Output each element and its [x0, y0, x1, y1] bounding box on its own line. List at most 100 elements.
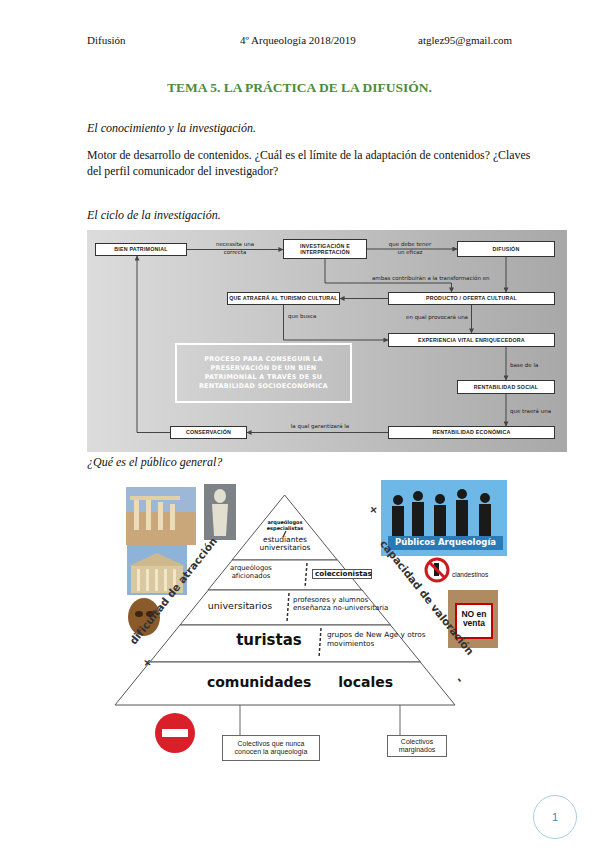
node-text: RENTABILIDAD ECONÓMICA: [432, 429, 510, 435]
tier-text: universitarios: [196, 601, 284, 612]
silhouette-body: [456, 500, 468, 536]
tier-text: coleccionistas: [312, 569, 372, 579]
pyramid-tier: turistasgrupos de New Age y otros movimi…: [150, 625, 420, 662]
skull-eye: [135, 611, 143, 617]
process-box: INVESTIGACIÓN E INTERPRETACIÓN: [283, 239, 367, 259]
page-number: 1: [533, 795, 577, 839]
tier-text: turistas: [226, 632, 312, 649]
ruins-column: [146, 498, 151, 530]
node-text: 1: [552, 811, 558, 823]
museum-pediment: [129, 553, 185, 566]
edge-label: ambas contribuirán a la transformación e…: [372, 275, 522, 281]
tier-text: estudiantes universitarios: [246, 536, 324, 553]
callout-box: Colectivos que nunca conocen la arqueolo…: [222, 735, 320, 761]
edge-label: que busca: [288, 313, 328, 319]
tier-text: grupos de New Age y otros movimientos: [327, 631, 431, 649]
edge-label: en qual provocará una: [400, 314, 468, 320]
summary-box: PROCESO PARA CONSEGUIR LA PRESERVACIÓN D…: [175, 343, 352, 403]
pyramid-tier: arqueólogos aficionadoscoleccionistas: [208, 560, 362, 590]
header-text: atglez95@gmail.com: [418, 34, 558, 47]
forbidden-sign: [426, 559, 448, 581]
silhouette-head: [393, 495, 403, 505]
node-text: PRODUCTO / OFERTA CULTURAL: [426, 295, 517, 301]
process-box: RENTABILIDAD SOCIAL: [457, 380, 555, 394]
pyramid-tier: universitariosprofesores y alumnos enseñ…: [180, 590, 390, 625]
node-text: BIEN PATRIMONIAL: [114, 246, 167, 252]
image-caption: Públicos Arqueología: [388, 538, 503, 548]
section-heading: El conocimiento y la investigación.: [87, 122, 387, 136]
silhouette-body: [434, 505, 446, 536]
tier-text: profesores y alumnos enseñanza no-univer…: [293, 596, 397, 613]
axis-sign: -: [450, 672, 467, 689]
flow-arrow: [137, 256, 170, 433]
node-text: RENTABILIDAD SOCIAL: [474, 384, 539, 390]
statue-head: [214, 489, 226, 503]
node-text: DIFUSIÓN: [493, 246, 520, 252]
section-heading: ¿Qué es el público general?: [87, 456, 387, 470]
pyramid-tier: arqueólogos especialistas estudiantes uni…: [232, 495, 337, 560]
node-text: QUE ATRAERÁ AL TURISMO CULTURAL: [229, 295, 338, 301]
silhouette-body: [392, 506, 404, 536]
statue-photo: [204, 484, 236, 540]
flow-arrow: [284, 305, 389, 340]
process-box: PRODUCTO / OFERTA CULTURAL: [388, 292, 555, 305]
stop-bar: [162, 729, 188, 737]
museum-column: [137, 569, 140, 591]
page-title: TEMA 5. LA PRÁCTICA DE LA DIFUSIÓN.: [0, 80, 599, 96]
pyramid-tier: comunidades locales: [115, 662, 455, 705]
leader-line: [240, 705, 241, 735]
image-caption: clandestinos: [452, 571, 512, 578]
section-heading: El ciclo de la investigación.: [87, 209, 387, 223]
edge-label: que traerá una: [510, 408, 560, 414]
flow-arrow: [506, 394, 507, 426]
forbidden-bar: [429, 562, 445, 578]
tier-text: arqueólogos especialistas: [261, 520, 309, 531]
ruins-column: [134, 500, 139, 530]
node-text: CONSERVACIÓN: [186, 429, 231, 435]
ruins-photo: [126, 487, 196, 545]
tier-text: arqueólogos aficionados: [224, 565, 278, 581]
ruins-column: [170, 504, 175, 530]
flow-arrow: [506, 257, 507, 292]
process-box: RENTABILIDAD ECONÓMICA: [388, 426, 555, 439]
edge-label: necessita una correcta: [213, 241, 257, 257]
callout-box: Colectivos marginados: [387, 735, 447, 757]
ruins-column: [158, 502, 163, 530]
silhouette-head: [435, 494, 445, 504]
process-box: QUE ATRAERÁ AL TURISMO CULTURAL: [227, 292, 340, 305]
leader-line: [400, 705, 401, 735]
edge-label: que debe tener un eficaz: [385, 241, 435, 257]
edge-label: base de la: [510, 362, 550, 368]
process-box: CONSERVACIÓN: [170, 426, 247, 439]
header-text: Difusión: [87, 34, 187, 47]
flow-arrow: [340, 298, 388, 299]
node-text: EXPERIENCIA VITAL ENRIQUECEDORA: [418, 337, 525, 343]
silhouette-head: [480, 493, 490, 503]
node-text: INVESTIGACIÓN E INTERPRETACIÓN: [284, 243, 366, 255]
silhouette-body: [479, 504, 491, 536]
edge-label: la qual garantizará la: [270, 423, 370, 429]
tier-text: comunidades locales: [175, 674, 425, 690]
flow-arrow: [471, 305, 472, 333]
museum-column: [155, 569, 158, 591]
museum-column: [146, 569, 149, 591]
public-banner: [388, 536, 503, 550]
node-text: PROCESO PARA CONSEGUIR LA PRESERVACIÓN D…: [189, 355, 338, 391]
statue-body: [212, 504, 228, 536]
public-photo: [381, 480, 507, 556]
sign-text: NO en venta: [457, 610, 491, 628]
tier-outline: [115, 662, 455, 705]
silhouette-head: [457, 489, 467, 499]
ruins-architrave: [130, 496, 180, 500]
tier-outline: [232, 495, 337, 560]
flow-arrow: [247, 432, 388, 433]
node-text: Colectivos que nunca conocen la arqueolo…: [226, 740, 316, 756]
axis-sign: +: [364, 502, 381, 519]
node-text: Colectivos marginados: [391, 738, 443, 754]
process-box: BIEN PATRIMONIAL: [95, 243, 187, 256]
flow-arrow: [506, 347, 507, 380]
process-box: DIFUSIÓN: [457, 241, 555, 257]
process-box: EXPERIENCIA VITAL ENRIQUECEDORA: [388, 333, 555, 347]
header-text: 4º Arqueología 2018/2019: [240, 34, 400, 47]
